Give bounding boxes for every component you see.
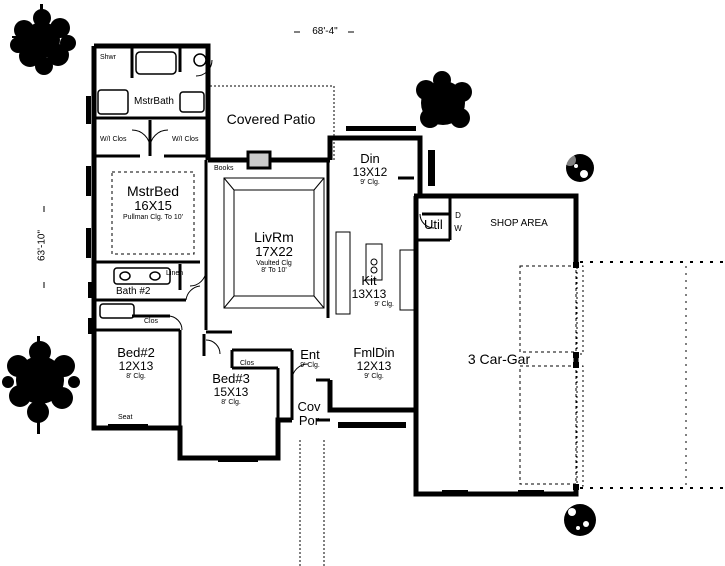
books-label: Books xyxy=(214,165,234,172)
porch-walkway xyxy=(299,440,325,566)
closet-b-label: Clos xyxy=(240,360,255,367)
covered-porch-label: Cov Por xyxy=(294,399,324,429)
formal-dining-label: FmlDin 12X13 9' Clg. xyxy=(340,345,408,381)
entry-name: Ent xyxy=(300,347,320,362)
entry-ceiling: 9' Clg. xyxy=(300,362,320,370)
wi-closet-right-label: W/I Clos xyxy=(172,136,199,143)
shop-area-label: SHOP AREA xyxy=(490,218,548,229)
garage-door-jambs xyxy=(573,262,579,490)
dining-label: Din 13X12 9' Clg. xyxy=(340,151,400,187)
covered-porch-line2: Por xyxy=(298,413,320,429)
dryer-washer-label: D W xyxy=(454,211,462,233)
shrub-row xyxy=(86,96,544,496)
linen-label: Linen xyxy=(166,270,184,277)
formal-dining-name: FmlDin xyxy=(353,345,395,360)
entry-label: Ent 9' Clg. xyxy=(294,347,326,370)
seat-label: Seat xyxy=(118,414,133,421)
utility-label: Util xyxy=(424,217,443,232)
covered-patio-outline xyxy=(210,85,335,160)
master-bed-ceiling-outline xyxy=(111,171,195,255)
shower-label: Shwr xyxy=(100,54,116,61)
bed2-label: Bed#2 12X13 8' Clg. xyxy=(106,345,166,381)
covered-patio-label: Covered Patio xyxy=(226,111,316,127)
kitchen-ceiling: 9' Clg. xyxy=(374,301,394,309)
kitchen-counters xyxy=(335,231,415,315)
dining-ceiling: 9' Clg. xyxy=(360,179,380,187)
kitchen-label: Kit 13X13 9' Clg. xyxy=(344,273,394,309)
bed3-ceiling: 8' Clg. xyxy=(221,399,241,407)
formal-dining-ceiling: 9' Clg. xyxy=(364,373,384,381)
master-bed-ceiling: Pullman Clg. To 10' xyxy=(123,213,183,221)
bed2-size: 12X13 xyxy=(118,359,154,374)
master-bath-label: MstrBath xyxy=(133,96,174,107)
dining-name: Din xyxy=(360,151,380,166)
wi-closet-left-label: W/I Clos xyxy=(100,136,127,143)
dining-size: 13X12 xyxy=(352,165,388,180)
living-room-size: 17X22 xyxy=(255,244,293,260)
kitchen-name: Kit xyxy=(361,273,377,288)
bed3-name: Bed#3 xyxy=(212,371,250,386)
bath-fixtures xyxy=(97,51,207,319)
living-room-ceiling-1: Vaulted Clg xyxy=(256,259,292,267)
master-bed-name: MstrBed xyxy=(126,183,180,199)
living-room-ceiling-2: 8' To 10' xyxy=(261,267,287,275)
bed2-name: Bed#2 xyxy=(117,345,155,360)
shrub-icon-right xyxy=(564,154,594,182)
bed3-size: 15X13 xyxy=(213,385,249,400)
living-room-label: LivRm 17X22 Vaulted Clg 8' To 10' xyxy=(234,229,314,275)
master-bed-size: 16X15 xyxy=(134,198,172,214)
living-room-ceiling-outline xyxy=(223,177,325,309)
tree-icon-top-middle xyxy=(416,71,472,128)
interior-walls xyxy=(96,48,452,426)
kitchen-size: 13X13 xyxy=(351,287,387,302)
tree-icon-top-left xyxy=(10,4,76,75)
living-room-name: LivRm xyxy=(254,229,294,245)
garage-label: 3 Car-Gar xyxy=(467,351,531,367)
width-dimension: 68'-4" xyxy=(312,26,338,37)
dimension-arrows xyxy=(43,31,354,288)
bed3-label: Bed#3 15X13 8' Clg. xyxy=(196,371,266,407)
garage-door-panels xyxy=(576,265,584,487)
door-swing-icon xyxy=(131,59,435,381)
covered-porch-line1: Cov xyxy=(297,399,321,414)
tree-icon-bottom-left xyxy=(2,336,80,434)
shrub-icon-bottom-right xyxy=(564,504,596,536)
depth-dimension: 63'-10" xyxy=(36,229,48,262)
formal-dining-size: 12X13 xyxy=(356,359,392,374)
bath2-label: Bath #2 xyxy=(116,286,151,297)
closet-a-label: Clos xyxy=(144,318,159,325)
bed2-ceiling: 8' Clg. xyxy=(126,373,146,381)
driveway xyxy=(580,261,724,489)
master-bed-label: MstrBed 16X15 Pullman Clg. To 10' xyxy=(110,183,196,221)
garage-doors xyxy=(519,265,577,485)
